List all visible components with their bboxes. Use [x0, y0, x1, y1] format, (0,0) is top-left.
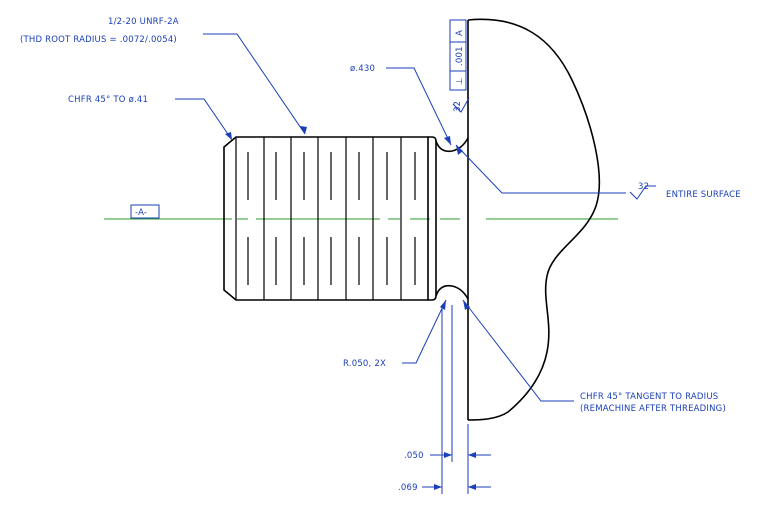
thread-spec-text: 1/2-20 UNRF-2A	[108, 17, 179, 27]
thread-lines	[247, 137, 416, 300]
dimension-050: .050	[404, 451, 491, 461]
datum-a-tag: -A-	[130, 204, 160, 219]
entire-surface-text: ENTIRE SURFACE	[666, 190, 741, 200]
chamfer-callout: CHFR 45° TO ø.41	[68, 95, 233, 141]
thread-spec-callout: 1/2-20 UNRF-2A (THD ROOT RADIUS = .0072/…	[20, 17, 307, 135]
radius-callout: R.050, 2X	[343, 299, 447, 369]
flange-finish-value: 32	[453, 101, 463, 112]
threaded-shank	[223, 136, 429, 301]
dimension-069: .069	[398, 483, 491, 493]
feature-control-frame: A .001 ⊥	[449, 19, 467, 91]
frame-symbol-text: ⊥	[455, 77, 465, 85]
frame-datum-text: A	[455, 30, 465, 36]
finish-value-text: 32	[638, 182, 649, 192]
dim-050-text: .050	[404, 451, 424, 461]
entire-surface-callout: 32 ENTIRE SURFACE	[455, 144, 741, 200]
chamfer-text: CHFR 45° TO ø.41	[68, 95, 148, 105]
datum-label-text: -A-	[135, 208, 147, 218]
extension-lines	[441, 305, 469, 494]
neck-undercut	[428, 136, 469, 301]
neck-diameter-text: ø.430	[350, 64, 375, 74]
radius-text: R.050, 2X	[343, 359, 386, 369]
frame-tolerance-text: .001	[455, 46, 465, 66]
neck-diameter-callout: ø.430	[350, 64, 452, 146]
flange-finish-symbol: 32	[452, 97, 470, 113]
dim-069-text: .069	[398, 483, 418, 493]
chamfer-tangent-callout: CHFR 45° TANGENT TO RADIUS (REMACHINE AF…	[462, 299, 726, 414]
chamfer-tangent-line2: (REMACHINE AFTER THREADING)	[580, 404, 726, 414]
thread-root-text: (THD ROOT RADIUS = .0072/.0054)	[20, 35, 177, 45]
chamfer-tangent-line1: CHFR 45° TANGENT TO RADIUS	[580, 392, 718, 402]
head-flange	[467, 18, 601, 421]
